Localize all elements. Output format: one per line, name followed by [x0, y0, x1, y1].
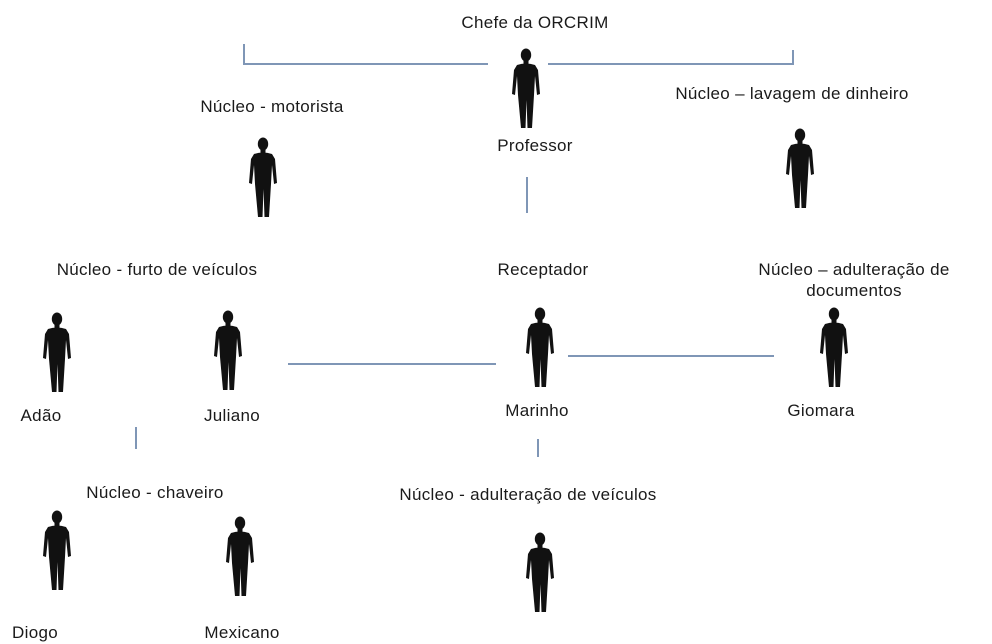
- connector-professor-receptador: [526, 177, 528, 213]
- juliano-label: Juliano: [204, 406, 260, 425]
- diogo-label: Diogo: [12, 623, 58, 642]
- nucleo-lavagem-label: Núcleo – lavagem de dinheiro: [675, 84, 909, 103]
- person-silhouette-icon: [40, 312, 74, 396]
- connector-juliano-marinho: [288, 363, 496, 365]
- person-silhouette-icon: [211, 310, 245, 394]
- marinho-label: Marinho: [505, 401, 569, 420]
- nucleo-chaveiro-label: Núcleo - chaveiro: [86, 483, 224, 502]
- adao-label: Adão: [20, 406, 62, 425]
- person-silhouette-icon: [523, 307, 557, 391]
- person-silhouette-icon: [223, 516, 257, 600]
- person-silhouette-icon: [817, 307, 851, 391]
- person-silhouette-icon: [509, 48, 543, 132]
- connector-adao-chaveiro: [135, 427, 137, 449]
- person-silhouette-icon: [246, 137, 280, 221]
- connector-marinho-giomara: [568, 355, 774, 357]
- person-silhouette-icon: [523, 532, 557, 616]
- professor-label: Professor: [497, 136, 573, 155]
- mexicano-label: Mexicano: [204, 623, 280, 642]
- nucleo-motorista-label: Núcleo - motorista: [200, 97, 344, 116]
- connector-marinho-adulteracao-veiculos: [537, 439, 539, 457]
- chefe-title-label: Chefe da ORCRIM: [461, 13, 609, 32]
- connector-top-right-horizontal: [548, 63, 794, 65]
- giomara-label: Giomara: [787, 401, 855, 420]
- connector-top-left-horizontal: [244, 63, 488, 65]
- nucleo-adulteracao-veiculos-label: Núcleo - adulteração de veículos: [399, 485, 657, 504]
- receptador-label: Receptador: [497, 260, 589, 279]
- nucleo-furto-label: Núcleo - furto de veículos: [56, 260, 258, 279]
- person-silhouette-icon: [783, 128, 817, 212]
- person-silhouette-icon: [40, 510, 74, 594]
- connector-top-left-vertical: [243, 44, 245, 65]
- connector-top-right-vertical: [792, 50, 794, 65]
- nucleo-adulteracao-documentos-label: Núcleo – adulteração de documentos: [758, 260, 950, 300]
